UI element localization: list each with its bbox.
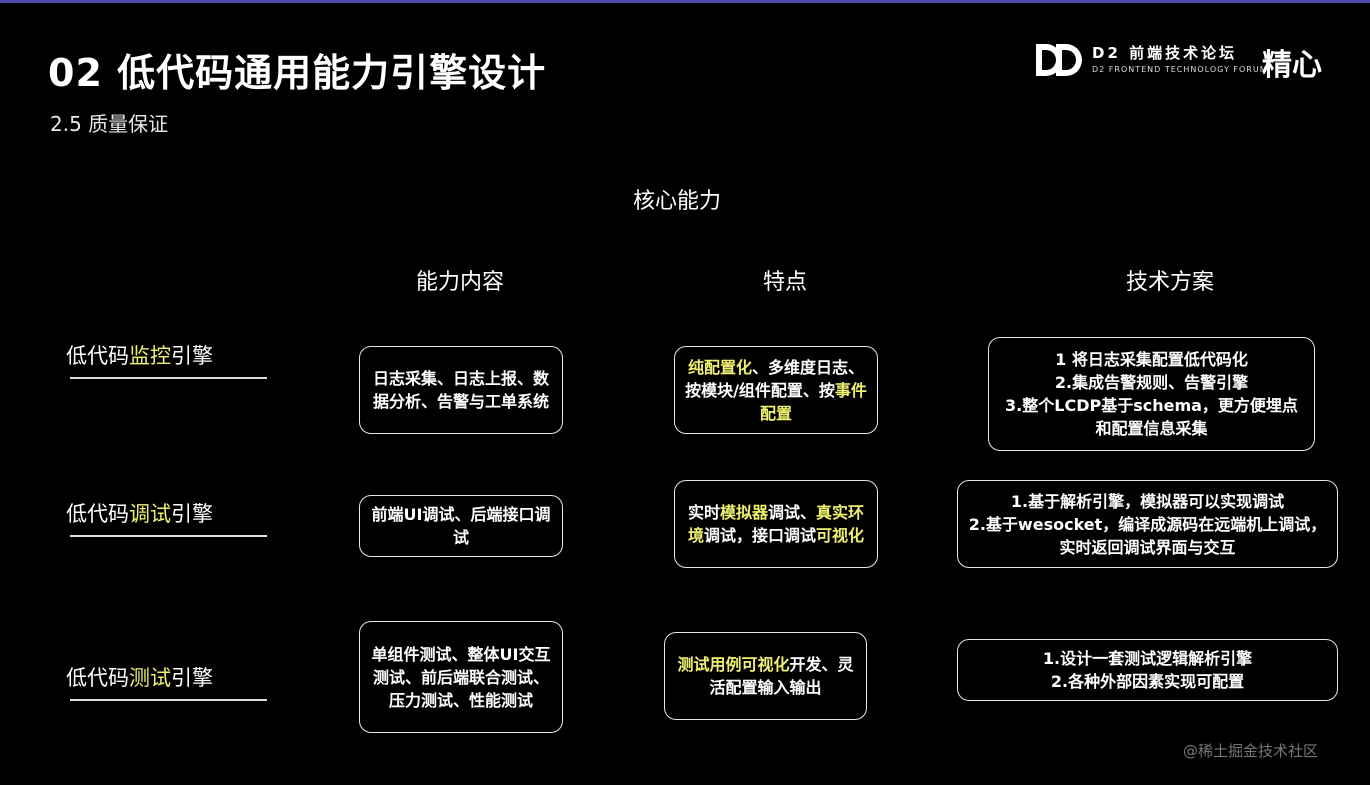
top-accent-bar [0, 0, 1370, 3]
row-underline [70, 535, 267, 537]
test-tech-box: 1.设计一套测试逻辑解析引擎 2.各种外部因素实现可配置 [957, 639, 1338, 701]
d2-logo-icon [1036, 44, 1082, 76]
column-header-content: 能力内容 [415, 270, 504, 295]
row-label-test: 低代码测试引擎 [66, 666, 213, 690]
column-header-feature: 特点 [762, 270, 807, 295]
monitor-feature-box: 纯配置化、多维度日志、按模块/组件配置、按事件配置 [674, 346, 878, 434]
watermark: @稀土掘金技术社区 [1183, 742, 1319, 760]
debug-content-box: 前端UI调试、后端接口调试 [359, 495, 563, 557]
test-content-box: 单组件测试、整体UI交互测试、前后端联合测试、压力测试、性能测试 [359, 621, 563, 733]
column-header-tech: 技术方案 [1125, 270, 1214, 295]
brand-english: D2 FRONTEND TECHNOLOGY FORUM [1092, 65, 1268, 74]
row-underline [70, 699, 267, 701]
row-label-monitor: 低代码监控引擎 [66, 344, 213, 368]
table-heading: 核心能力 [633, 189, 722, 214]
test-feature-box: 测试用例可视化开发、灵活配置输入输出 [664, 632, 867, 720]
debug-tech-box: 1.基于解析引擎，模拟器可以实现调试 2.基于wesocket，编译成源码在远端… [957, 480, 1338, 568]
brand-right-mark: 精心 [1262, 48, 1322, 83]
row-underline [70, 377, 267, 379]
brand-name: D2 前端技术论坛 [1092, 44, 1238, 62]
slide-subtitle: 2.5 质量保证 [50, 112, 169, 136]
slide-title: 02 低代码通用能力引擎设计 [48, 51, 547, 95]
debug-feature-box: 实时模拟器调试、真实环境调试，接口调试可视化 [674, 480, 878, 568]
monitor-content-box: 日志采集、日志上报、数据分析、告警与工单系统 [359, 346, 563, 434]
brand-header: D2 前端技术论坛 D2 FRONTEND TECHNOLOGY FORUM 精… [1034, 40, 1334, 86]
row-label-debug: 低代码调试引擎 [66, 502, 213, 526]
monitor-tech-box: 1 将日志采集配置低代码化 2.集成告警规则、告警引擎 3.整个LCDP基于sc… [988, 337, 1315, 451]
